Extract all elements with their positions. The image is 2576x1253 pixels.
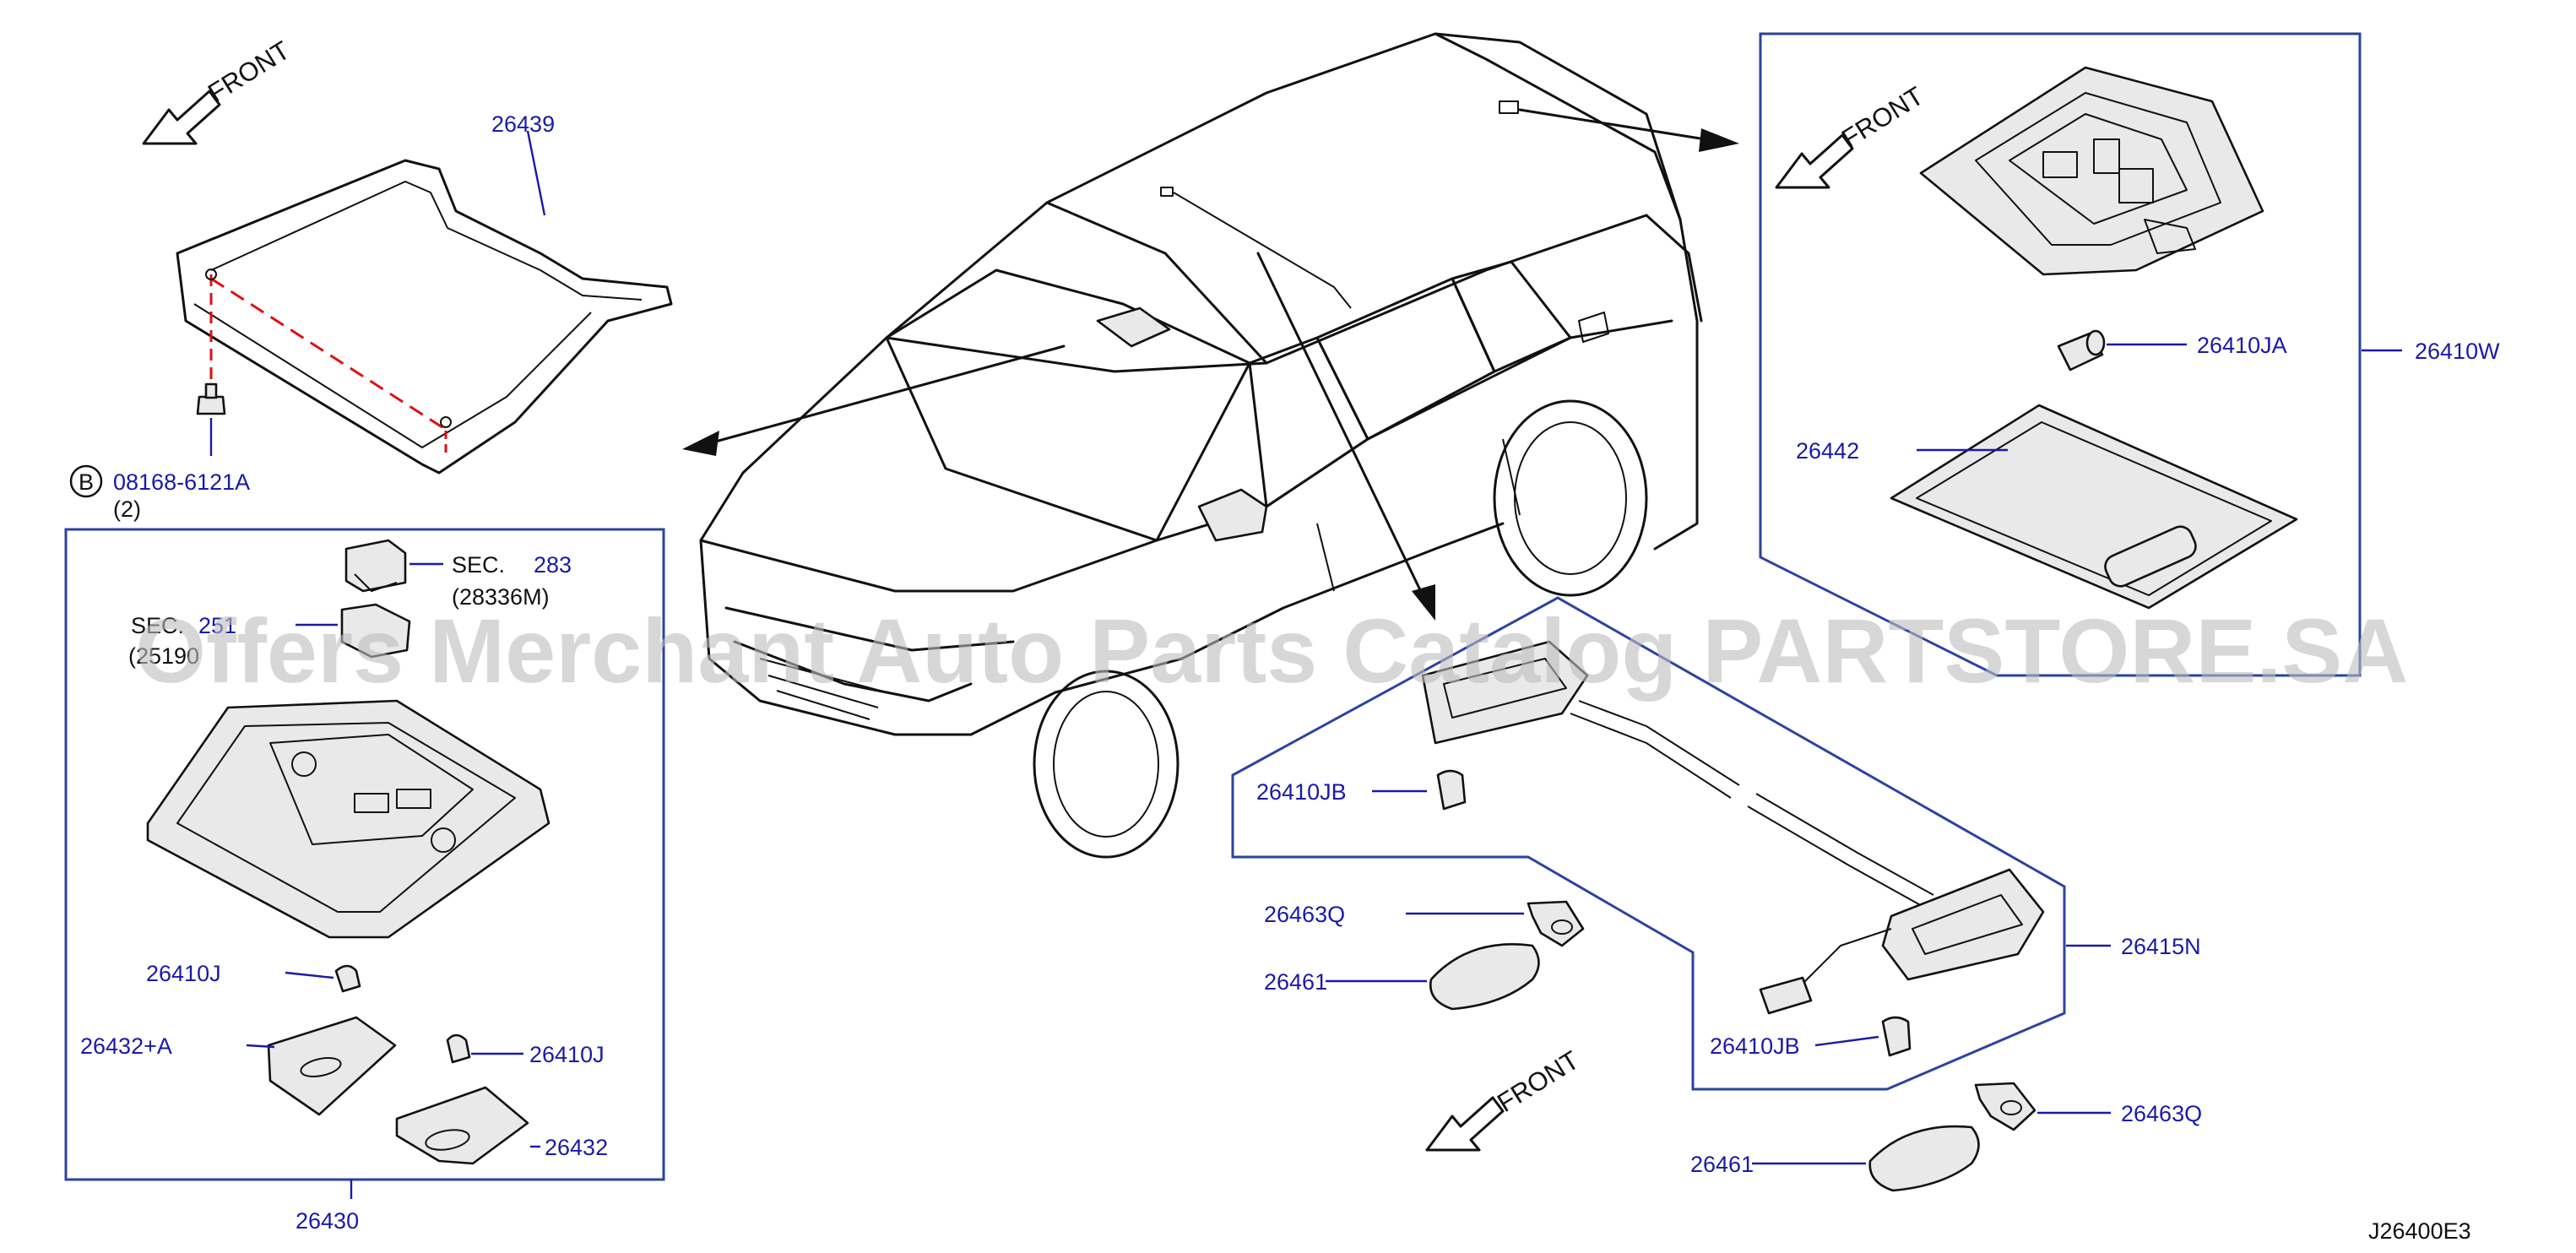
bulb-26410JA[interactable] <box>2057 329 2106 372</box>
front-label: FRONT <box>1836 81 1928 154</box>
bulb-26410JB-a[interactable] <box>1436 769 1467 811</box>
leader-26439 <box>526 130 546 216</box>
group-box-26410W <box>1759 32 2362 677</box>
map-lamp-housing-26410W[interactable] <box>1919 66 2264 276</box>
front-arrow-top-right: FRONT <box>1775 81 1928 189</box>
lens-26461-a[interactable] <box>1429 943 1540 1011</box>
label-26410JB-b: 26410JB <box>1710 1033 1800 1059</box>
diagram-code: J26400E3 <box>2368 1218 2471 1244</box>
lens-26461-b[interactable] <box>1868 1125 1980 1192</box>
label-26410JB-a: 26410JB <box>1256 779 1347 805</box>
label-sec-b: SEC. <box>131 613 184 638</box>
label-bolt-qty: (2) <box>113 496 141 522</box>
front-arrow-top-left: FRONT <box>142 35 295 145</box>
room-lamp-assembly-26415N[interactable] <box>1421 640 2045 1015</box>
vehicle-outline <box>699 32 1703 859</box>
lens-26432[interactable] <box>395 1086 529 1165</box>
label-26410J-a: 26410J <box>146 961 221 986</box>
label-bolt: 08168-6121A <box>113 469 250 495</box>
label-sec-b-num: 251 <box>198 613 236 638</box>
label-26432: 26432 <box>545 1135 608 1160</box>
label-26415N: 26415N <box>2121 934 2201 959</box>
lens-26432a[interactable] <box>267 1016 397 1116</box>
label-26442: 26442 <box>1796 438 1859 464</box>
bolt-marker: B <box>79 469 94 495</box>
label-26461-b: 26461 <box>1690 1152 1754 1177</box>
label-sec-a-num: 283 <box>534 552 572 578</box>
label-26461-a: 26461 <box>1264 969 1327 995</box>
overhead-console-26430[interactable] <box>146 699 550 939</box>
label-sec-a-ref: (28336M) <box>452 584 550 610</box>
front-label: FRONT <box>203 35 295 108</box>
sensor-251[interactable] <box>340 603 411 659</box>
label-26463Q-a: 26463Q <box>1264 902 1345 927</box>
label-sec-a: SEC. <box>452 552 505 578</box>
label-26439: 26439 <box>491 111 555 137</box>
label-26432a: 26432+A <box>80 1033 172 1059</box>
clip-26463Q-b[interactable] <box>1974 1082 2036 1131</box>
label-26410JA: 26410JA <box>2197 333 2287 358</box>
bolt-icon <box>196 382 226 415</box>
bolt-marker-icon <box>69 464 103 498</box>
clip-26463Q-a[interactable] <box>1527 900 1585 947</box>
label-26463Q-b: 26463Q <box>2121 1101 2202 1126</box>
label-sec-b-ref: (25190 <box>128 643 199 669</box>
pointer-arrows <box>682 108 1739 621</box>
front-label: FRONT <box>1492 1045 1584 1118</box>
front-arrow-bottom: FRONT <box>1425 1045 1584 1152</box>
group-box-26415N <box>1231 596 2066 1091</box>
lens-26442[interactable] <box>1890 404 2298 610</box>
bulb-26410J-b[interactable] <box>446 1033 471 1064</box>
label-26430: 26430 <box>296 1208 359 1234</box>
label-26410J-b: 26410J <box>529 1042 605 1067</box>
bracket-26439[interactable] <box>176 159 673 475</box>
bulb-26410J-a[interactable] <box>334 964 361 993</box>
bulb-26410JB-b[interactable] <box>1881 1016 1912 1057</box>
label-26410W: 26410W <box>2415 339 2500 364</box>
sensor-283[interactable] <box>344 539 407 593</box>
watermark: Offers Merchant Auto Parts Catalog PARTS… <box>135 599 2408 702</box>
group-box-26430 <box>64 528 665 1181</box>
